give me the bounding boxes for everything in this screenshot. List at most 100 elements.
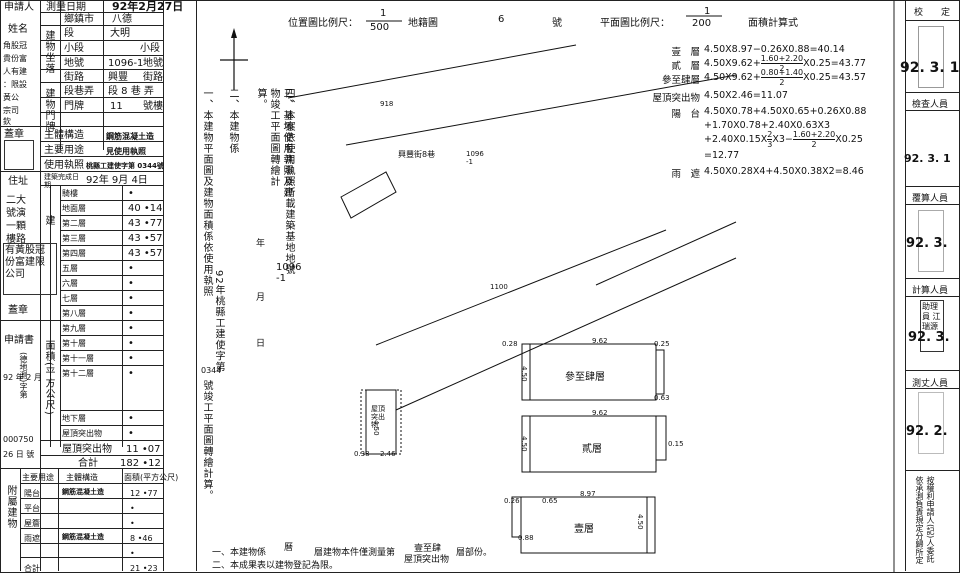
attached-area: 21 •23 — [130, 564, 158, 573]
dim-450-roof: 4.50 — [372, 420, 380, 436]
calc-staff-stamp: 助理 員 江瑞源 — [920, 300, 944, 352]
calc-scale-label: 平面圖比例尺： — [600, 18, 670, 29]
attached-use: 雨遮 — [24, 534, 40, 543]
attached-structure: 鋼筋混凝土造 — [62, 533, 104, 541]
apply-text-1: (德地測)字第 — [19, 352, 28, 399]
calc-row-expr: +1.70X0.78+2.40X0.63X3 — [704, 120, 831, 131]
surveyor-date: 92. 2. — [906, 424, 948, 439]
day-label: 日 — [256, 339, 266, 349]
survey-date-value: 92年2月27日 — [112, 0, 184, 13]
calc-row-label: 貳 層 — [671, 61, 700, 72]
calc-row-expr: =12.77 — [704, 150, 740, 161]
company-seal: 有黃股冠份富建限公司 — [3, 243, 57, 295]
applicant-name-5: 黃公 — [3, 93, 19, 102]
footer-line2: 二、本成果表以建物登記為限。 — [212, 561, 339, 571]
main-structure-label: 主體構造 — [44, 130, 84, 141]
lot-map-top: 1096 -1 — [466, 150, 484, 166]
attached-use: 陽台 — [24, 489, 40, 498]
attached-side-label: 附屬建物 — [5, 485, 16, 529]
floor-area: • — [128, 338, 134, 349]
floor-area: 43 •77 — [128, 218, 163, 229]
address-line-1: 二大 — [6, 195, 26, 206]
survey-date-label: 測量日期 — [46, 2, 86, 13]
floor-area: 40 •14 — [128, 203, 163, 214]
road-label: 918 — [380, 100, 394, 108]
street-suffix: 街路 — [143, 72, 163, 83]
calc-title: 面積計算式 — [748, 18, 798, 29]
building-footprint — [340, 171, 397, 219]
address-line-3: 一顆 — [6, 221, 26, 232]
lot-value: 1096-1 — [108, 58, 144, 69]
plan-floor2-label: 貳層 — [582, 444, 602, 455]
plan-floor34-label: 參至肆層 — [565, 372, 605, 383]
floor-name: 地下層 — [62, 414, 86, 423]
lane-value: 段 8 巷 弄 — [108, 86, 154, 97]
floor-area: • — [128, 293, 134, 304]
sheet-suffix: 號 — [552, 18, 562, 29]
site-plan-svg — [220, 0, 895, 573]
calc-row-expr: 4.50X0.78+4.50X0.65+0.26X0.88 — [704, 106, 867, 117]
roof-value: 11 •07 — [126, 444, 161, 455]
dim-962-a: 9.62 — [592, 337, 608, 345]
checker-date: 92. 3. — [906, 236, 948, 251]
road-line-2 — [345, 74, 737, 146]
calc-row-label: 屋頂突出物 — [652, 93, 700, 104]
dim-028: 0.28 — [502, 340, 518, 348]
attached-area: • — [130, 504, 135, 513]
location-scale-label: 位置圖比例尺： — [288, 18, 358, 29]
note-4: 四、本案依使用執照所載建築基地地號 — [283, 88, 294, 275]
apply-text-3: 000750 — [3, 435, 34, 444]
total-label: 合計 — [78, 458, 98, 469]
address-line-4: 樓路 — [6, 234, 26, 245]
floors-side-label: 建 — [43, 215, 54, 226]
location-scale-num: 1 — [380, 8, 387, 19]
floor-name: 第十二層 — [62, 369, 94, 378]
footer-line1-prefix: 一、本建物係 — [212, 548, 267, 558]
note-2: 二、本建物係 — [227, 88, 238, 154]
note-tail: 號竣工平面圖轉繪計算。 — [201, 380, 212, 501]
floor-name: 第十一層 — [62, 354, 94, 363]
seal-label: 蓋章 — [4, 129, 24, 140]
lot-map-1100: 1100 — [490, 283, 508, 291]
attached-area: • — [130, 519, 135, 528]
road-line-1 — [287, 44, 577, 99]
footer-line1-mid: 層建物本件僅測量第 — [314, 548, 396, 558]
road-line-3 — [595, 221, 737, 286]
floor-area: • — [128, 353, 134, 364]
dim-015: 0.15 — [668, 440, 684, 448]
calc-row-label: 壹 層 — [671, 47, 700, 58]
floor-area: • — [128, 428, 134, 439]
apply-label: 申請書 — [4, 335, 34, 346]
street-label: 街路 — [64, 72, 84, 83]
floor-area: • — [128, 263, 134, 274]
calc-staff-label: 計算人員 — [912, 286, 949, 296]
township-value: 八德 — [112, 14, 132, 25]
floor-name: 騎樓 — [62, 189, 78, 198]
number-value: 11 — [110, 101, 123, 112]
location-label: 建物坐落 — [43, 30, 54, 74]
attached-header-use: 主要用途 — [22, 473, 54, 482]
floor-area: • — [128, 308, 134, 319]
calc-row-label: 雨 遮 — [671, 169, 700, 180]
floor-name: 屋頂突出物 — [62, 429, 102, 438]
floor-area: • — [128, 278, 134, 289]
dim-063: 0.63 — [654, 394, 670, 402]
road-line-4 — [375, 229, 667, 346]
area-unit-side: 面積(平方公尺) — [43, 340, 54, 416]
address-line-2: 號演 — [6, 208, 26, 219]
floor-name: 第八層 — [62, 309, 86, 318]
footer-line1-suffix: 層部份。 — [456, 548, 493, 558]
calc-row-expr: 4.50X2.46=11.07 — [704, 90, 788, 101]
cadastral-label: 地籍圖 — [408, 18, 438, 29]
calc-row-label: 陽 台 — [671, 109, 700, 120]
floor-name: 第三層 — [62, 234, 86, 243]
floor-area: • — [128, 323, 134, 334]
footer-blank: 曆 — [284, 543, 294, 553]
applicant-name-1: 角股冠 — [3, 41, 27, 50]
attached-use: 平台 — [24, 504, 40, 513]
calc-staff-date: 92. 3. — [908, 330, 950, 345]
street-map-label: 興豐街8巷 — [398, 150, 436, 159]
